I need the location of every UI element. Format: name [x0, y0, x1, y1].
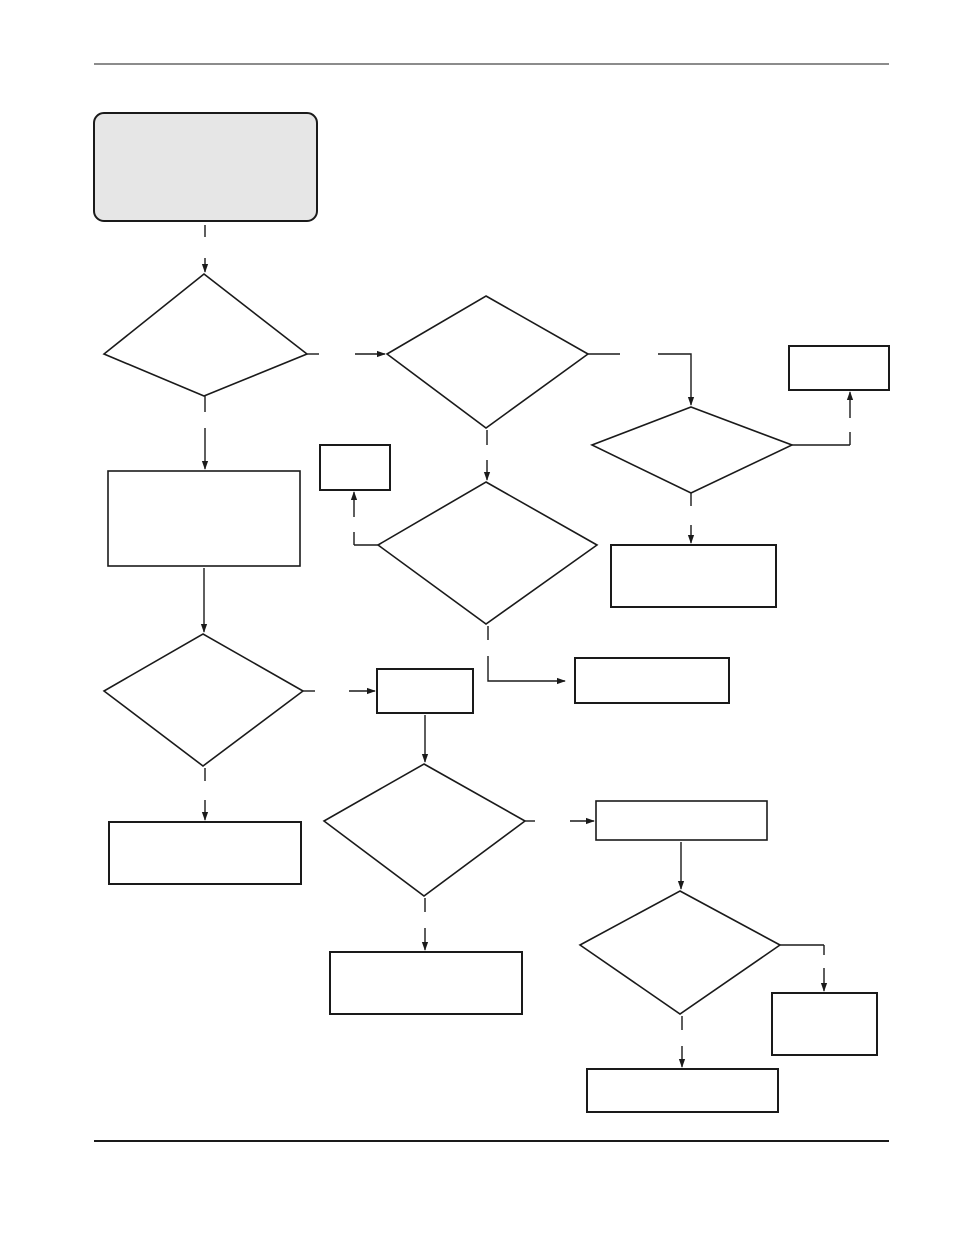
- process-p11: [586, 1068, 779, 1113]
- decision-d7: [578, 890, 782, 1015]
- decision-d4: [376, 481, 599, 625]
- decision-d1: [102, 272, 309, 397]
- process-p5: [574, 657, 730, 704]
- process-p4: [319, 444, 391, 491]
- decision-d5: [102, 633, 305, 768]
- decision-d2: [385, 295, 590, 429]
- decision-d6: [322, 763, 527, 897]
- start-terminal: [93, 112, 318, 222]
- process-p2: [788, 345, 890, 391]
- connector-d2-d3: [658, 353, 695, 406]
- decision-d3: [589, 406, 795, 494]
- process-p8: [595, 800, 768, 841]
- process-p9: [329, 951, 523, 1015]
- process-p3: [610, 544, 777, 608]
- process-p6: [376, 668, 474, 714]
- process-p7: [108, 821, 302, 885]
- process-p1: [107, 470, 301, 567]
- connector-d4-p5: [487, 656, 566, 685]
- process-p10: [771, 992, 878, 1056]
